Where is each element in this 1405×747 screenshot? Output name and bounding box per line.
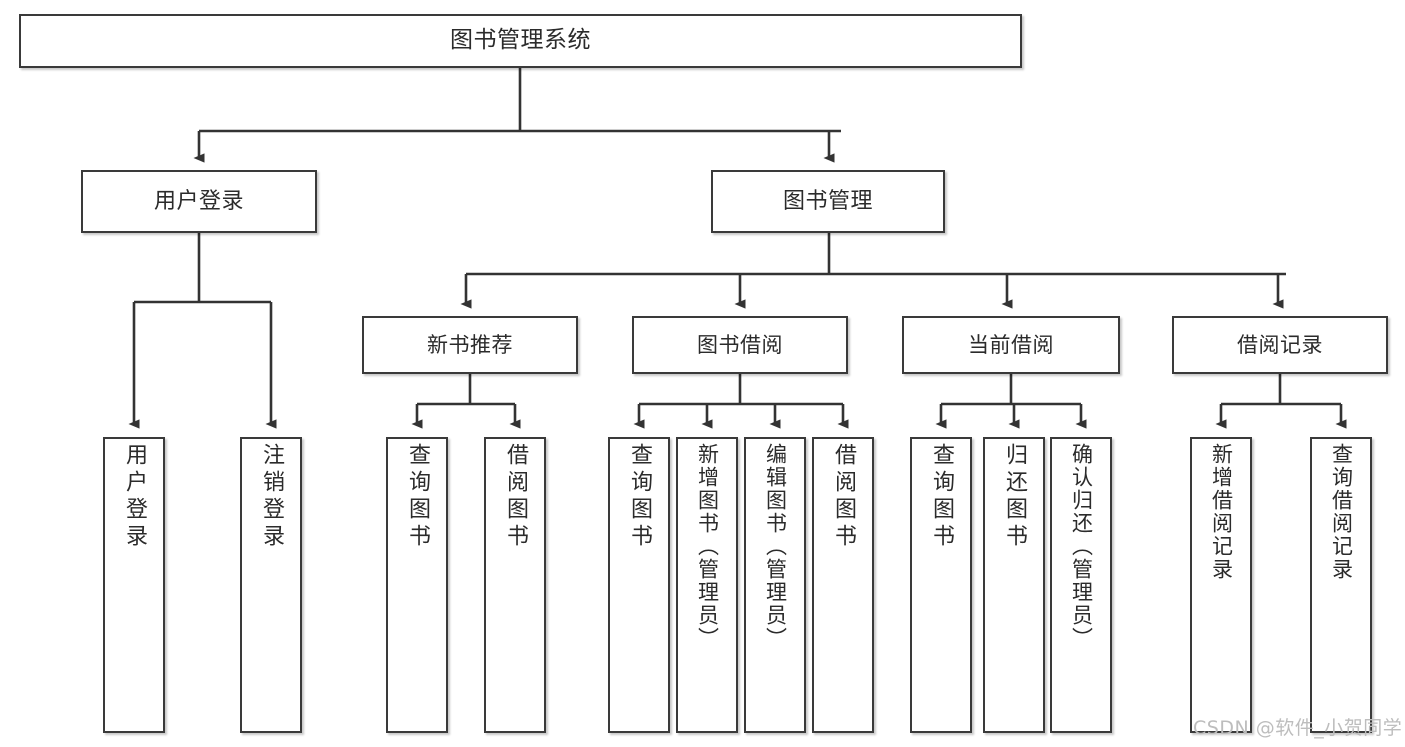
node-leaf-return-book[interactable]: 归还图书 [983,437,1045,733]
node-leaf-add-record[interactable]: 新增借阅记录 [1190,437,1252,733]
node-book-manage[interactable]: 图书管理 [711,170,945,233]
node-leaf-add-book-label: 新增图书（管理员） [695,443,720,650]
node-current-borrow-label: 当前借阅 [968,332,1054,357]
node-leaf-borrow-book-2[interactable]: 借阅图书 [812,437,874,733]
node-leaf-confirm-return-label: 确认归还（管理员） [1069,443,1094,650]
node-leaf-logout[interactable]: 注销登录 [240,437,302,733]
node-leaf-query-record-label: 查询借阅记录 [1329,443,1354,581]
node-borrow-record-label: 借阅记录 [1237,332,1323,357]
node-leaf-borrow-book-1-label: 借阅图书 [503,443,528,551]
node-leaf-confirm-return[interactable]: 确认归还（管理员） [1050,437,1112,733]
node-new-book-rec-label: 新书推荐 [427,332,513,357]
node-leaf-edit-book[interactable]: 编辑图书（管理员） [744,437,806,733]
node-leaf-logout-label: 注销登录 [259,443,284,551]
node-leaf-query-record[interactable]: 查询借阅记录 [1310,437,1372,733]
node-leaf-edit-book-label: 编辑图书（管理员） [763,443,788,650]
node-leaf-borrow-book-1[interactable]: 借阅图书 [484,437,546,733]
node-book-manage-label: 图书管理 [782,188,873,214]
node-current-borrow[interactable]: 当前借阅 [902,316,1120,374]
node-leaf-query-book-2[interactable]: 查询图书 [608,437,670,733]
node-leaf-query-book-2-label: 查询图书 [627,443,652,551]
node-user-login-label: 用户登录 [153,188,244,214]
node-leaf-query-book-3-label: 查询图书 [929,443,954,551]
node-user-login[interactable]: 用户登录 [81,170,317,233]
node-leaf-query-book-1[interactable]: 查询图书 [386,437,448,733]
node-root-system[interactable]: 图书管理系统 [19,14,1022,68]
node-book-borrow-label: 图书借阅 [697,332,783,357]
node-leaf-query-book-3[interactable]: 查询图书 [910,437,972,733]
node-leaf-add-record-label: 新增借阅记录 [1209,443,1234,581]
node-leaf-user-login-label: 用户登录 [122,443,147,551]
node-leaf-borrow-book-2-label: 借阅图书 [831,443,856,551]
node-book-borrow[interactable]: 图书借阅 [632,316,848,374]
node-new-book-rec[interactable]: 新书推荐 [362,316,578,374]
node-borrow-record[interactable]: 借阅记录 [1172,316,1388,374]
node-root-label: 图书管理系统 [450,27,591,54]
node-leaf-return-book-label: 归还图书 [1002,443,1027,551]
node-leaf-query-book-1-label: 查询图书 [405,443,430,551]
node-leaf-user-login[interactable]: 用户登录 [103,437,165,733]
node-leaf-add-book[interactable]: 新增图书（管理员） [676,437,738,733]
